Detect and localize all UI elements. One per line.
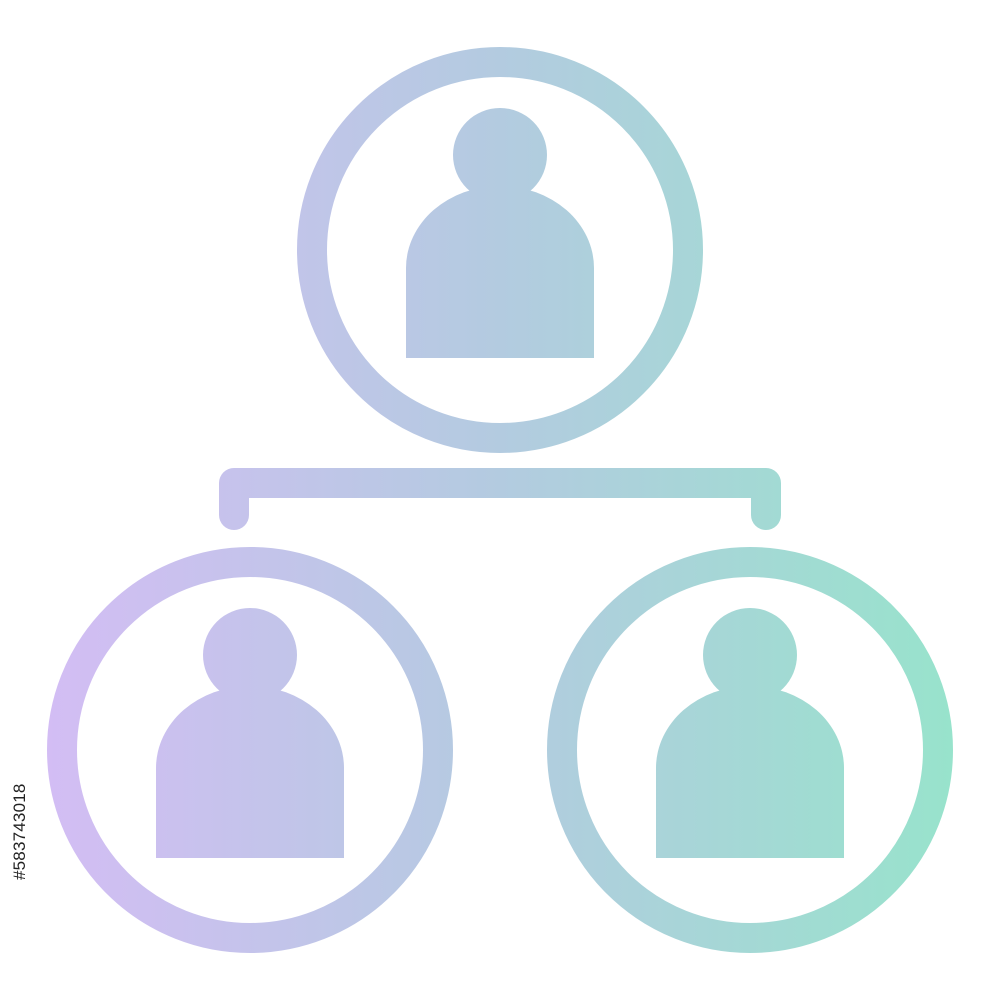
person-icon: [656, 608, 844, 858]
top-node: [297, 47, 703, 453]
person-icon: [406, 108, 594, 358]
stock-asset-id: #583743018: [10, 783, 29, 880]
bottom-left-node-ring: [47, 547, 453, 953]
person-icon: [156, 608, 344, 858]
bottom-right-node-ring: [547, 547, 953, 953]
bottom-right-node: [547, 547, 953, 953]
bottom-left-node: [47, 547, 453, 953]
top-node-ring: [297, 47, 703, 453]
connector-bracket: [219, 468, 781, 530]
